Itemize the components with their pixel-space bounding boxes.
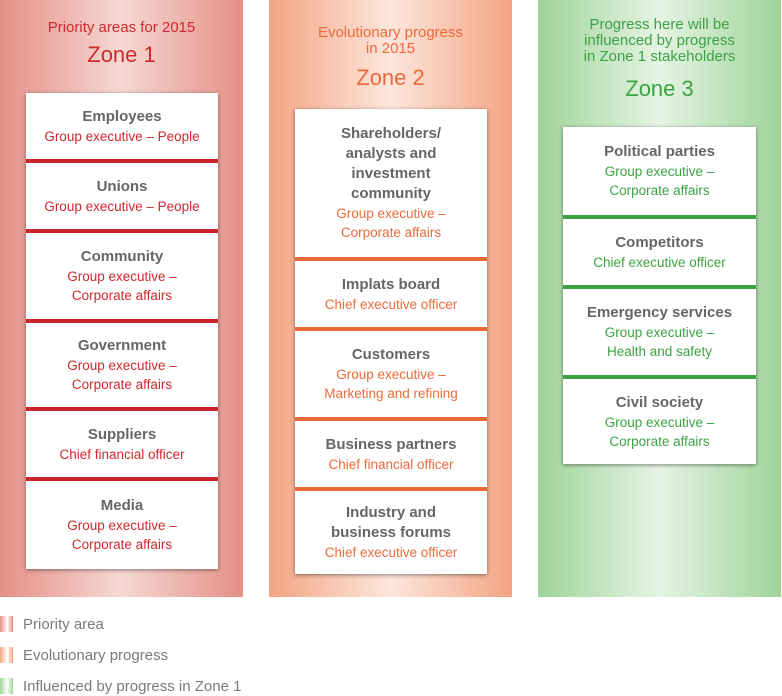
zone-2-subtitle: Evolutionary progress in 2015	[269, 25, 512, 57]
stakeholder-name: Political parties	[604, 143, 715, 160]
zone-2-column: Evolutionary progress in 2015 Zone 2 Sha…	[269, 0, 512, 597]
stakeholder-name: Industry and	[345, 504, 436, 521]
zone-3-subtitle-line: Progress here will be	[589, 16, 730, 33]
stakeholder-owner: Corporate affairs	[71, 537, 173, 552]
stakeholder-card-shareholders: Shareholders/ analysts and investment co…	[295, 109, 487, 257]
stakeholder-owner: Corporate affairs	[609, 183, 710, 198]
zone-1-stakeholder-panel: Employees Group executive – People Union…	[26, 93, 218, 569]
stakeholder-owner: Group executive –	[604, 414, 715, 430]
zone-1-column: Priority areas for 2015 Zone 1 Employees…	[0, 0, 243, 597]
zone-1-subtitle: Priority areas for 2015	[0, 20, 243, 36]
stakeholder-owner: Group executive –	[604, 325, 715, 340]
stakeholder-name: Implats board	[341, 275, 441, 293]
stakeholder-owner: Group executive –	[67, 358, 177, 373]
zone-3-column: Progress here will be influenced by prog…	[538, 0, 781, 597]
stakeholder-name: Customers	[351, 346, 431, 363]
stakeholder-owner: Group executive – People	[44, 198, 200, 214]
stakeholder-name: Government	[77, 337, 167, 354]
legend-swatch	[0, 647, 13, 663]
stakeholder-owner: Corporate affairs	[71, 288, 173, 303]
stakeholder-owner: Chief executive officer	[324, 545, 458, 560]
stakeholder-card-business-partners: Business partners Chief financial office…	[295, 417, 487, 487]
stakeholder-card-media: Media Group executive – Corporate affair…	[26, 477, 218, 569]
stakeholder-owner: Group executive –	[336, 206, 446, 221]
stakeholder-name: Civil society	[615, 393, 704, 411]
stakeholder-name: Shareholders/	[340, 125, 442, 142]
zone-2-title: Zone 2	[356, 65, 425, 90]
legend-label: Evolutionary progress	[23, 646, 169, 664]
stakeholder-owner: Marketing and refining	[324, 386, 458, 401]
stakeholder-name: Business partners	[325, 435, 457, 453]
stakeholder-owner: Group executive –	[67, 269, 177, 284]
stakeholder-name: Media	[100, 497, 144, 514]
stakeholder-card-civil-society: Civil society Group executive – Corporat…	[563, 375, 756, 464]
legend-swatch	[0, 678, 13, 694]
stakeholder-owner: Group executive –	[604, 164, 715, 179]
stakeholder-owner: Group executive –	[67, 518, 177, 533]
stakeholder-owner: Group executive – People	[44, 128, 200, 144]
stakeholder-name: Community	[80, 248, 164, 265]
zone-3-subtitle-line: in Zone 1 stakeholders	[583, 48, 736, 65]
stakeholder-name: Suppliers	[87, 425, 157, 443]
stakeholder-name: analysts and	[345, 145, 437, 162]
zone-3-subtitle-line: influenced by progress	[584, 32, 735, 49]
zone-3-subtitle: Progress here will be influenced by prog…	[538, 17, 781, 65]
stakeholder-owner: Chief financial officer	[328, 456, 454, 472]
legend-item-priority-area: Priority area	[0, 614, 104, 634]
stakeholder-owner: Chief executive officer	[593, 254, 726, 270]
stakeholder-card-competitors: Competitors Chief executive officer	[563, 215, 756, 285]
stakeholder-owner: Group executive –	[336, 367, 446, 382]
stakeholder-owner: Health and safety	[606, 344, 713, 359]
stakeholder-card-industry-forums: Industry and business forums Chief execu…	[295, 487, 487, 574]
stakeholder-name: community	[350, 185, 431, 202]
stakeholder-card-employees: Employees Group executive – People	[26, 93, 218, 159]
zone-3-stakeholder-panel: Political parties Group executive – Corp…	[563, 127, 756, 464]
legend-label: Influenced by progress in Zone 1	[23, 677, 242, 695]
zone-3-title: Zone 3	[625, 76, 694, 101]
legend-item-evolutionary-progress: Evolutionary progress	[0, 645, 168, 665]
legend-item-influenced-by-zone-1: Influenced by progress in Zone 1	[0, 676, 241, 696]
legend-label: Priority area	[23, 615, 104, 633]
stakeholder-card-implats-board: Implats board Chief executive officer	[295, 257, 487, 327]
stakeholder-card-suppliers: Suppliers Chief financial officer	[26, 407, 218, 477]
stakeholder-owner: Chief financial officer	[59, 446, 185, 462]
zone-2-subtitle-line: Evolutionary progress	[317, 24, 464, 41]
zone-1-title: Zone 1	[87, 42, 156, 67]
stakeholder-card-unions: Unions Group executive – People	[26, 159, 218, 229]
legend-swatch	[0, 616, 13, 632]
stakeholder-name: Competitors	[615, 233, 704, 251]
stakeholder-name: investment	[351, 165, 431, 182]
stakeholder-card-emergency-services: Emergency services Group executive – Hea…	[563, 285, 756, 375]
stakeholder-card-political-parties: Political parties Group executive – Corp…	[563, 127, 756, 215]
stakeholder-name: Unions	[96, 177, 148, 195]
stakeholder-card-customers: Customers Group executive – Marketing an…	[295, 327, 487, 417]
stakeholder-owner: Chief executive officer	[324, 296, 458, 312]
stakeholder-card-community: Community Group executive – Corporate af…	[26, 229, 218, 319]
zone-1-subtitle-line: Priority areas for 2015	[47, 19, 196, 36]
stakeholder-owner: Corporate affairs	[609, 433, 710, 449]
zone-2-stakeholder-panel: Shareholders/ analysts and investment co…	[295, 109, 487, 574]
stakeholder-name: Emergency services	[586, 304, 733, 321]
stakeholder-card-government: Government Group executive – Corporate a…	[26, 319, 218, 407]
stakeholder-owner: Corporate affairs	[340, 225, 442, 240]
stakeholder-owner: Corporate affairs	[71, 377, 173, 392]
stakeholder-name: business forums	[330, 524, 452, 541]
zone-2-subtitle-line: in 2015	[365, 40, 416, 57]
stakeholder-name: Employees	[82, 107, 162, 125]
